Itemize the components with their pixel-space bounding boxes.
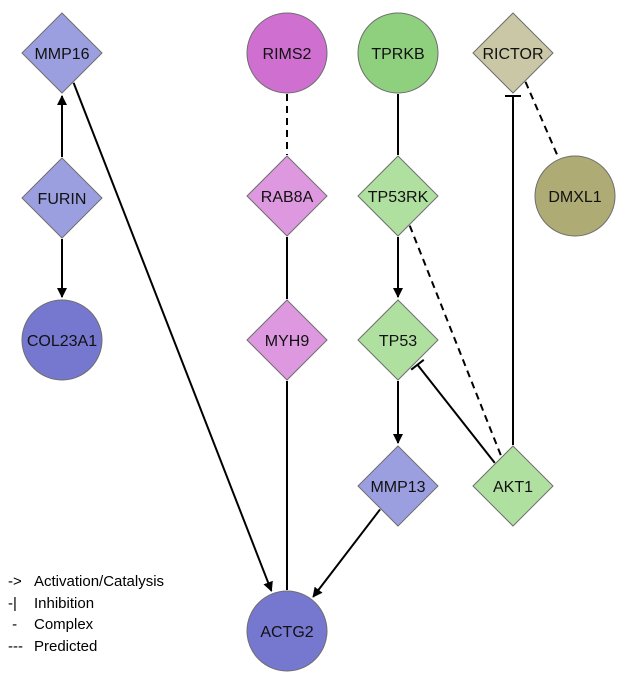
legend-item-predicted: --- Predicted bbox=[8, 636, 164, 658]
legend-label: Inhibition bbox=[34, 594, 95, 612]
node-shape bbox=[357, 12, 439, 94]
node-tp53rk[interactable]: TP53RK bbox=[357, 155, 439, 237]
node-label: ACTG2 bbox=[260, 624, 313, 641]
node-myh9[interactable]: MYH9 bbox=[246, 299, 328, 381]
legend-item-activation: -> Activation/Catalysis bbox=[8, 571, 164, 593]
legend-label: Predicted bbox=[34, 637, 98, 655]
edge-akt1-tp53 bbox=[410, 358, 496, 464]
node-label: AKT1 bbox=[493, 479, 533, 496]
node-label: RIMS2 bbox=[263, 46, 312, 63]
node-shape bbox=[246, 155, 328, 237]
node-rab8a[interactable]: RAB8A bbox=[246, 155, 328, 237]
node-label: FURIN bbox=[38, 191, 87, 208]
node-akt1[interactable]: AKT1 bbox=[472, 445, 554, 527]
node-label: TPRKB bbox=[371, 46, 424, 63]
node-rictor[interactable]: RICTOR bbox=[472, 12, 554, 94]
legend-symbol: --- bbox=[8, 637, 23, 655]
node-label: MYH9 bbox=[265, 333, 310, 350]
edges-layer bbox=[57, 81, 560, 598]
node-label: MMP13 bbox=[370, 479, 425, 496]
legend-symbol: - bbox=[8, 616, 18, 633]
node-actg2[interactable]: ACTG2 bbox=[246, 590, 328, 672]
edge-mmp13-actg2 bbox=[312, 508, 381, 598]
node-shape bbox=[21, 157, 103, 239]
node-shape bbox=[534, 155, 616, 237]
legend: -> Activation/Catalysis -| Inhibition -Com… bbox=[8, 571, 164, 657]
node-mmp16[interactable]: MMP16 bbox=[21, 12, 103, 94]
node-shape bbox=[357, 299, 439, 381]
node-label: RICTOR bbox=[482, 46, 543, 63]
edge-akt1-rictor bbox=[505, 95, 521, 445]
legend-symbol: -| bbox=[8, 594, 17, 612]
node-shape bbox=[472, 445, 554, 527]
node-shape bbox=[357, 445, 439, 527]
node-furin[interactable]: FURIN bbox=[21, 157, 103, 239]
node-shape bbox=[246, 12, 328, 94]
node-mmp13[interactable]: MMP13 bbox=[357, 445, 439, 527]
legend-label: Activation/Catalysis bbox=[34, 573, 165, 590]
edge-rictor-dmxl1 bbox=[524, 81, 560, 159]
node-label: MMP16 bbox=[34, 46, 89, 63]
node-shape bbox=[21, 12, 103, 94]
node-dmxl1[interactable]: DMXL1 bbox=[534, 155, 616, 237]
node-label: TP53RK bbox=[368, 189, 429, 206]
node-label: COL23A1 bbox=[27, 333, 97, 350]
edge-mmp16-actg2 bbox=[72, 82, 273, 592]
node-shape bbox=[21, 299, 103, 381]
legend-item-inhibition: -| Inhibition bbox=[8, 593, 164, 615]
legend-label: Complex bbox=[34, 616, 94, 633]
node-col23a1[interactable]: COL23A1 bbox=[21, 299, 103, 381]
legend-symbol: -> bbox=[8, 573, 22, 590]
node-tprkb[interactable]: TPRKB bbox=[357, 12, 439, 94]
node-shape bbox=[472, 12, 554, 94]
node-tp53[interactable]: TP53 bbox=[357, 299, 439, 381]
node-shape bbox=[246, 299, 328, 381]
node-rims2[interactable]: RIMS2 bbox=[246, 12, 328, 94]
edge-tp53rk-akt1 bbox=[408, 225, 503, 457]
node-label: TP53 bbox=[379, 333, 417, 350]
node-shape bbox=[357, 155, 439, 237]
node-label: RAB8A bbox=[261, 189, 314, 206]
node-shape bbox=[246, 590, 328, 672]
node-label: DMXL1 bbox=[548, 189, 601, 206]
legend-item-complex: -Complex bbox=[8, 614, 164, 636]
